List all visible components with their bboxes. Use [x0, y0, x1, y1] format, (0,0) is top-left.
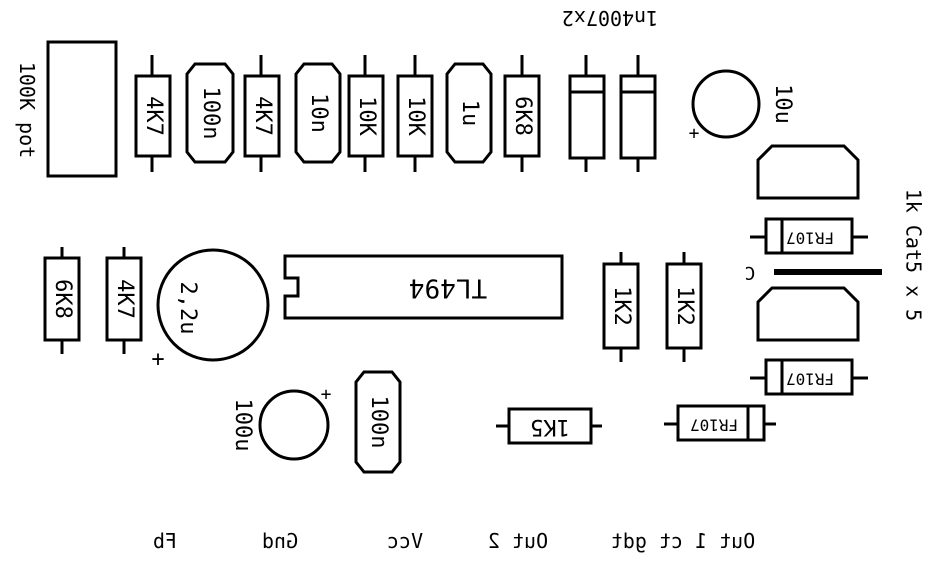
resistor-r2-label: 4K7: [250, 96, 275, 136]
capacitor-2-2u-label: 2,2u: [175, 282, 200, 335]
resistor-r5-label: 6K8: [510, 96, 535, 136]
resistor-r2: 4K7: [243, 55, 281, 172]
diode-fr107-top-label: FR107: [786, 229, 834, 248]
resistor-r7-label: 4K7: [112, 279, 137, 319]
resistor-r10-label: 1K5: [530, 414, 570, 439]
resistor-r7: 4K7: [105, 247, 143, 354]
capacitor-c2-label: 10n: [306, 93, 331, 133]
polarity-plus: +: [321, 384, 332, 405]
ic-tl494-label: TL494: [409, 273, 487, 303]
side-label: 1k Cat5 x 5: [902, 189, 926, 321]
capacitor-c1-label: 100n: [198, 87, 223, 140]
footer-out1-ct-gdt: Out 1 ct gdt: [611, 529, 756, 553]
diode-fr107-top: FR107: [750, 217, 868, 255]
capacitor-2-2u: + 2,2u: [151, 248, 270, 372]
diode-pair-label: 1n4007x2: [562, 6, 658, 30]
transformer-bottom: [756, 286, 860, 342]
diode-fr107-bottom: FR107: [664, 404, 776, 442]
transformer-top: [756, 144, 860, 200]
capacitor-c3-label: 1u: [457, 100, 482, 127]
capacitor-c3: 1u: [445, 62, 493, 164]
capacitor-c1: 100n: [185, 62, 235, 164]
diode-fr107-bottom-label: FR107: [690, 416, 738, 435]
resistor-r1-label: 4K7: [141, 96, 166, 136]
capacitor-c4-label: 100n: [366, 396, 391, 449]
potentiometer: 100K pot: [15, 40, 118, 178]
resistor-r8: 1K2: [602, 252, 640, 362]
footer-fb: Fb: [153, 529, 177, 553]
resistor-r6: 6K8: [43, 247, 81, 354]
capacitor-100u-label: 100u: [230, 399, 255, 452]
resistor-r3-label: 10K: [354, 96, 379, 136]
diode-fr107-mid-label: FR107: [786, 370, 834, 389]
resistor-r1: 4K7: [134, 55, 172, 172]
resistor-r9: 1K2: [665, 252, 703, 362]
capacitor-c2: 10n: [294, 62, 342, 164]
diode-fr107-mid: FR107: [750, 358, 868, 396]
resistor-r3: 10K: [347, 55, 385, 172]
polarity-plus: +: [151, 347, 164, 372]
pot-label: 100K pot: [15, 62, 39, 158]
diode-d2: [619, 55, 657, 172]
resistor-r8-label: 1K2: [609, 286, 634, 326]
capacitor-10u: + 10u: [689, 69, 795, 144]
capacitor-10u-label: 10u: [770, 84, 795, 124]
resistor-r10: 1K5: [496, 407, 602, 445]
c-label: C: [745, 262, 756, 283]
resistor-r9-label: 1K2: [672, 286, 697, 326]
capacitor-100u: + 100u: [230, 384, 332, 461]
diode-d1: [568, 55, 606, 172]
footer-vcc: Vcc: [387, 529, 423, 553]
resistor-r6-label: 6K8: [50, 279, 75, 319]
resistor-r4-label: 10K: [403, 96, 428, 136]
footer-gnd: Gnd: [262, 529, 298, 553]
resistor-r4: 10K: [396, 55, 434, 172]
polarity-plus: +: [689, 123, 700, 144]
ic-tl494: TL494: [283, 254, 564, 320]
footer-out2: Out 2: [488, 529, 548, 553]
capacitor-c4: 100n: [354, 370, 402, 474]
resistor-r5: 6K8: [503, 55, 541, 172]
